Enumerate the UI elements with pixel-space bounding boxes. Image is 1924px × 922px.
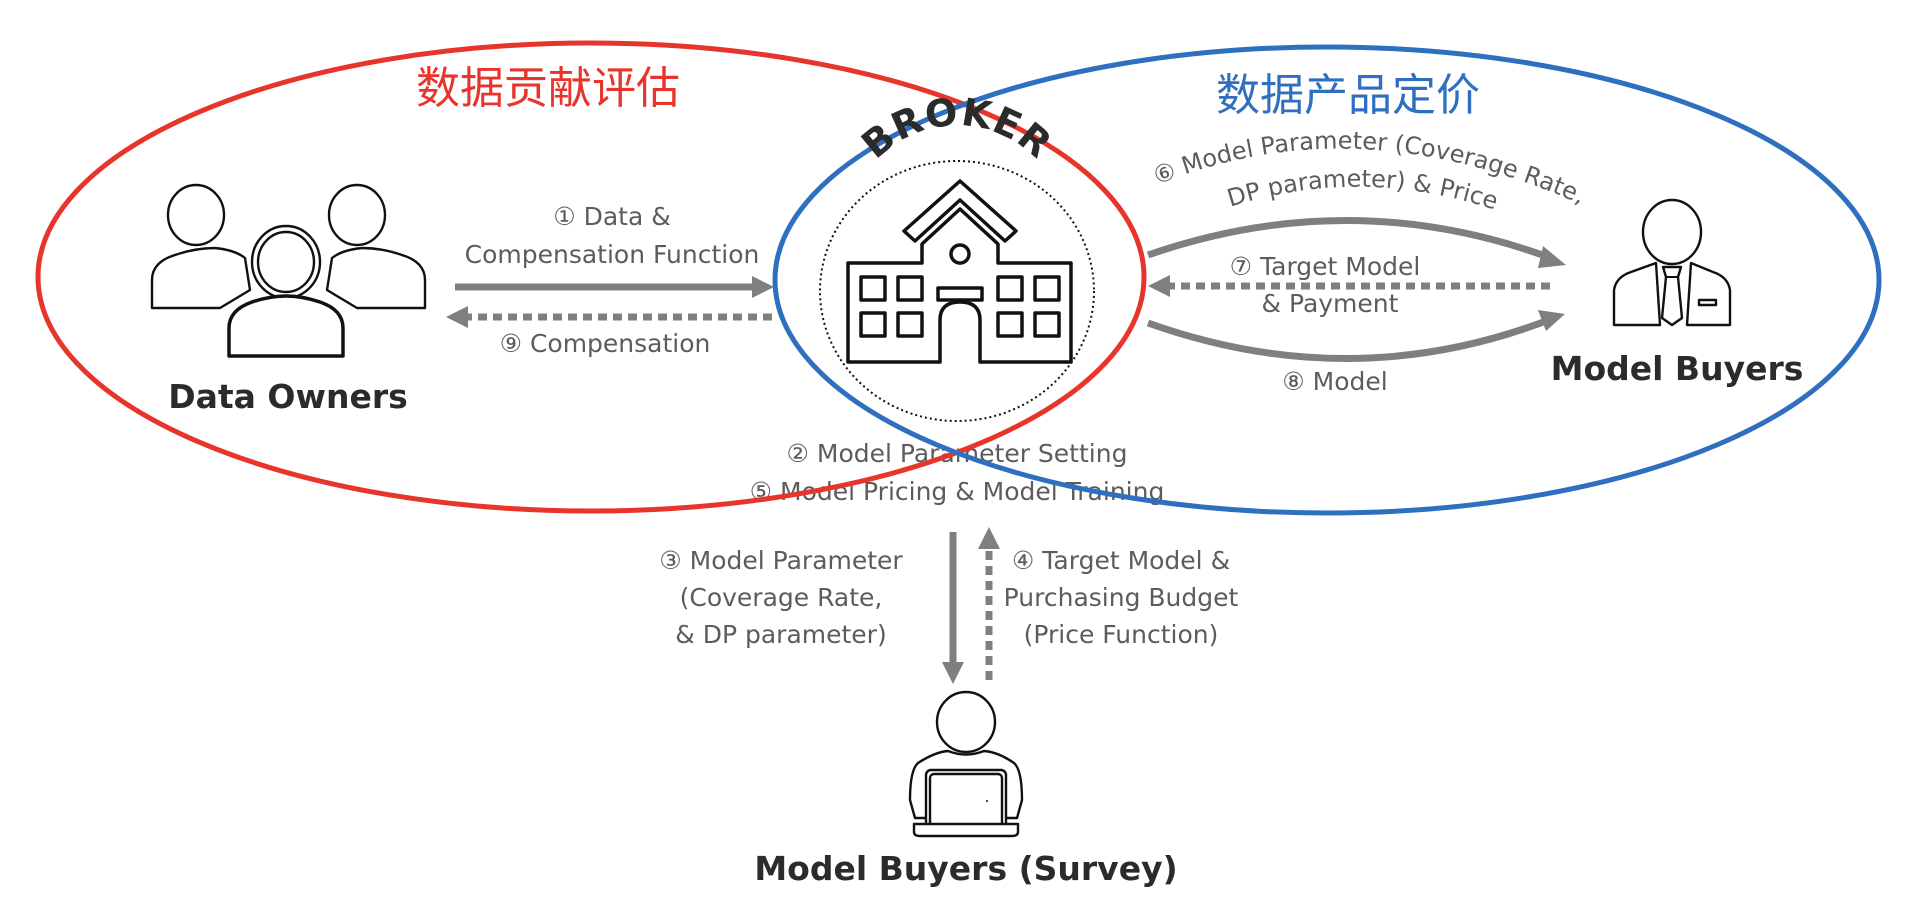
- step4-label-line2: Purchasing Budget: [1004, 583, 1239, 612]
- broker-dotted-circle: [819, 160, 1095, 422]
- pricing-region-ellipse: [772, 44, 1882, 516]
- step1-label-line1: ① Data &: [553, 202, 671, 231]
- pricing-region-title: 数据产品定价: [1216, 70, 1480, 121]
- step4-arrow: [978, 527, 1000, 680]
- step3-label-line3: & DP parameter): [675, 620, 886, 649]
- data-owners-node[interactable]: Data Owners: [150, 183, 427, 416]
- step6-label-line2: DP parameter) & Price: [1224, 165, 1501, 216]
- survey-buyers-node[interactable]: Model Buyers (Survey): [754, 690, 1178, 888]
- step3-arrow: [942, 532, 964, 684]
- step3-label-line2: (Coverage Rate,: [680, 583, 883, 612]
- building-icon: [846, 179, 1073, 364]
- step4-label-line3: (Price Function): [1024, 620, 1219, 649]
- step8-label: ⑧ Model: [1282, 367, 1387, 396]
- step7-label-line1: ⑦ Target Model: [1230, 252, 1421, 281]
- step1-arrow: [455, 276, 774, 298]
- model-buyers-node[interactable]: Model Buyers: [1551, 198, 1804, 388]
- people-group-icon: [150, 183, 427, 358]
- step3-label-line1: ③ Model Parameter: [659, 546, 903, 575]
- step6-arrow: [1146, 217, 1566, 268]
- step1-label-line2: Compensation Function: [465, 240, 760, 269]
- step8-arrow: [1146, 310, 1565, 362]
- step9-arrow: [446, 306, 772, 328]
- step7-arrow: [1148, 275, 1550, 297]
- survey-buyers-label: Model Buyers (Survey): [754, 849, 1177, 888]
- data-owners-label: Data Owners: [168, 377, 408, 416]
- model-buyers-label: Model Buyers: [1551, 349, 1804, 388]
- step7-label-line2: & Payment: [1262, 289, 1399, 318]
- step9-label: ⑨ Compensation: [500, 329, 711, 358]
- broker-node[interactable]: BROKER: [819, 90, 1095, 422]
- businessman-icon: [1612, 198, 1732, 327]
- contribution-region-ellipse: [35, 40, 1147, 514]
- person-laptop-icon: [908, 690, 1024, 838]
- contribution-region-title: 数据贡献评估: [416, 63, 680, 114]
- step4-label-line1: ④ Target Model &: [1012, 546, 1230, 575]
